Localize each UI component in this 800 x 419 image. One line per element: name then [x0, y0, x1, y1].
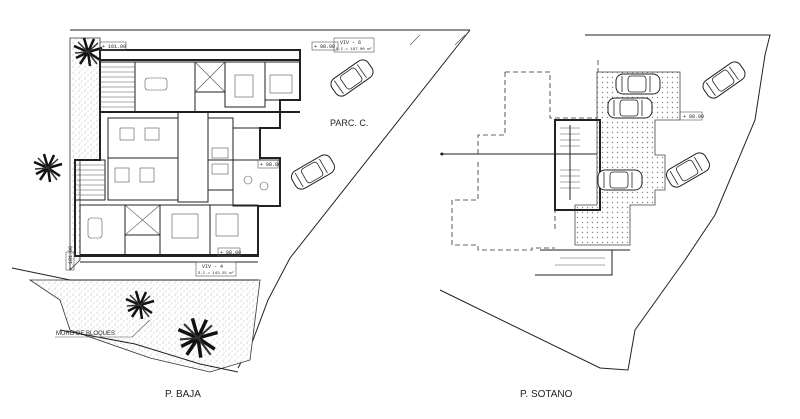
plan-title-sotano: P. SOTANO [520, 389, 573, 400]
wall-note: MURO DE BLOQUES [56, 331, 115, 337]
level-tag [217, 247, 241, 257]
viv-label: VIV - 4 [202, 264, 223, 270]
car-icon [699, 58, 749, 102]
garage-floor [574, 71, 681, 246]
side-level-tag [65, 251, 75, 271]
viv-tag [333, 37, 375, 53]
palm-icon [32, 152, 64, 184]
level-tag [679, 111, 703, 121]
garden-south [28, 279, 261, 373]
level-tag [257, 159, 279, 169]
level-tag [99, 41, 127, 51]
car-icon [615, 73, 661, 95]
car-icon [288, 151, 338, 193]
car-icon [607, 97, 653, 119]
stairs-west-2 [74, 159, 106, 201]
plan-sotano [439, 34, 771, 371]
viv-tag [195, 261, 237, 277]
level-label: + 98.00 [220, 250, 241, 256]
viv-area-label: S.C.= 197.00 m² [336, 46, 372, 52]
car-icon [327, 56, 377, 100]
level-tag [311, 41, 339, 51]
ramp-core [554, 119, 601, 211]
building-outline [74, 49, 301, 257]
plan-baja [11, 29, 471, 373]
viv-label: VIV - 6 [340, 40, 361, 46]
level-label: + 98.00 [314, 44, 335, 50]
side-level-label: + 101.00 [68, 246, 74, 270]
ramp-stairs [560, 125, 580, 200]
viv-area-label: S.C.= 143.25 m² [198, 270, 234, 276]
plan-title-baja: P. BAJA [165, 389, 201, 400]
level-label: + 98.00 [683, 114, 704, 120]
parking-label: PARC. C. [330, 118, 368, 128]
site-boundary-sotano [439, 34, 771, 371]
level-label: + 98.00 [260, 162, 281, 168]
car-icon [597, 169, 643, 191]
stairs-west [99, 61, 136, 113]
level-label: + 101.00 [102, 44, 126, 50]
car-icon [663, 149, 713, 191]
